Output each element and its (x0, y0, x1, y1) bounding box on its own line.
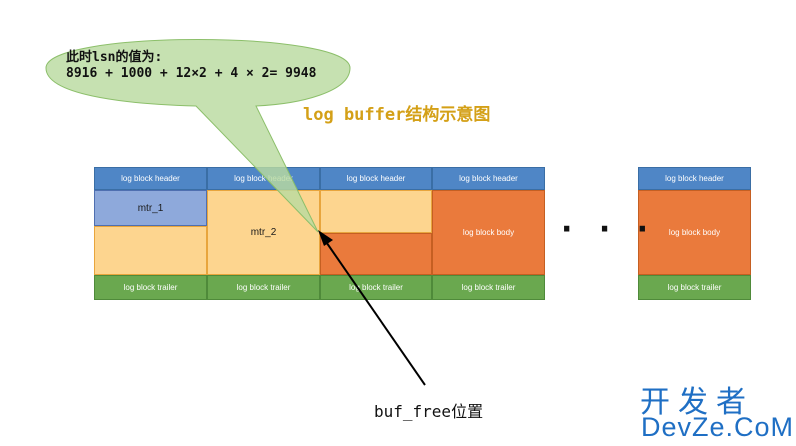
log-block-trailer: log block trailer (94, 275, 207, 300)
log-block-header: log block header (638, 167, 751, 190)
log-block-trailer: log block trailer (638, 275, 751, 300)
body-label: log block body (668, 228, 721, 237)
header-label: log block header (665, 174, 724, 183)
log-block-trailer: log block trailer (207, 275, 320, 300)
diagram-title: log buffer结构示意图 (303, 105, 491, 125)
pointer-arrow (321, 235, 426, 386)
trailer-label: log block trailer (236, 283, 291, 292)
mtr2-segment: mtr_2 (207, 190, 320, 275)
log-block-body: log block body (432, 190, 545, 275)
mtr2-segment-part (320, 190, 432, 233)
watermark-logo-cn: 开发者 (640, 385, 754, 420)
bubble-line-2: 8916 + 1000 + 12×2 + 4 × 2= 9948 (66, 66, 317, 81)
log-block-trailer: log block trailer (432, 275, 545, 300)
log-block-body: log block body (638, 190, 751, 275)
header-label: log block header (121, 174, 180, 183)
header-label: log block header (346, 174, 406, 183)
trailer-label: log block trailer (667, 283, 722, 292)
speech-bubble (45, 39, 351, 233)
mtr2-label: mtr_2 (250, 227, 277, 238)
bubble-line-1: 此时lsn的值为: (66, 50, 163, 65)
log-block-header: log block header (320, 167, 432, 190)
mtr1-segment: mtr_1 (94, 190, 207, 226)
watermark-logo-en: DevZe.CoM (641, 412, 795, 442)
buf-free-label: buf_free位置 (374, 402, 484, 421)
pointer-arrowhead (318, 230, 333, 246)
trailer-label: log block trailer (123, 283, 178, 292)
header-label: log block header (234, 174, 293, 183)
mtr1-label: mtr_1 (137, 202, 164, 214)
header-label: log block header (459, 174, 518, 183)
log-block-header: log block header (94, 167, 207, 190)
trailer-label: log block trailer (349, 283, 403, 292)
free-body-segment (320, 233, 432, 275)
log-block-trailer: log block trailer (320, 275, 432, 300)
trailer-label: log block trailer (461, 283, 516, 292)
mtr2-segment-part (94, 226, 207, 275)
ellipsis: · · · (561, 212, 657, 247)
body-label: log block body (462, 228, 515, 237)
log-block-header: log block header (432, 167, 545, 190)
